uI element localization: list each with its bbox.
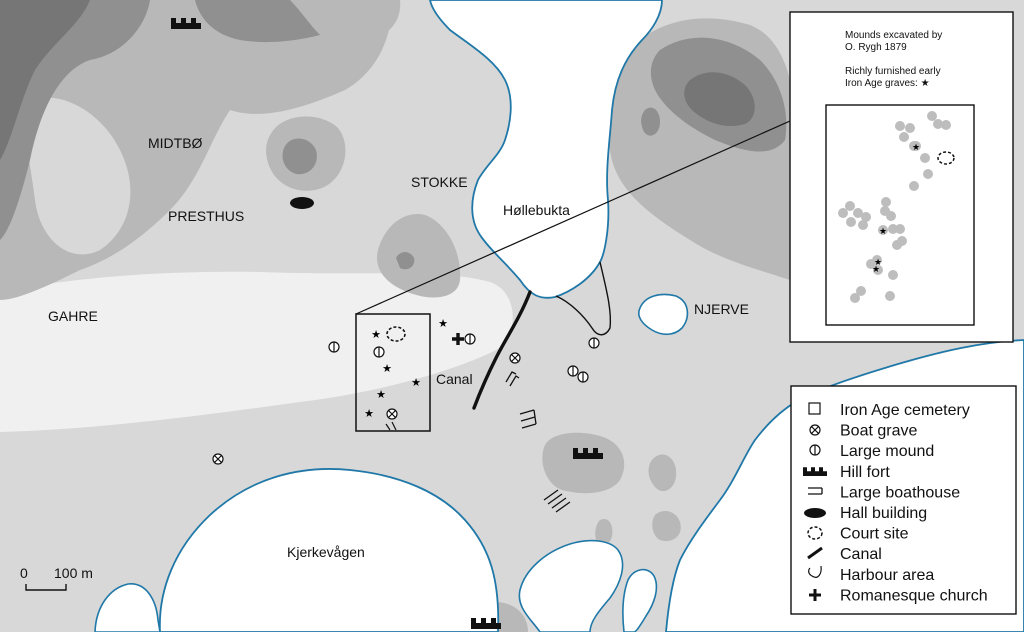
- ellipse-icon: [804, 508, 826, 518]
- rich-grave-star: ★: [912, 142, 920, 152]
- inset-court-site: [937, 151, 955, 165]
- bottom-mid-water-2: [622, 568, 658, 632]
- place-stokke: STOKKE: [411, 174, 468, 190]
- inset-detail-frame: [825, 104, 975, 326]
- hill-small-1: [648, 454, 677, 492]
- legend-label: Harbour area: [840, 567, 934, 584]
- relief-top-left-light: [25, 97, 131, 255]
- scale-zero: 0: [20, 565, 28, 581]
- inset: Mounds excavated by O. Rygh 1879 Richly …: [789, 11, 1014, 343]
- circle-cross-icon: [809, 424, 821, 436]
- kjerkevagen-bay: [158, 468, 500, 632]
- place-gahre: GAHRE: [48, 308, 98, 324]
- rich-grave-star: ★: [438, 318, 448, 330]
- inset-text-4: Iron Age graves: ★: [845, 78, 930, 89]
- legend-label: Boat grave: [840, 423, 917, 440]
- relief-top-left-darkest: [0, 0, 90, 160]
- place-kjerkevagen: Kjerkevågen: [287, 544, 365, 560]
- scale-line: [25, 584, 67, 591]
- legend-label: Large mound: [840, 443, 934, 460]
- rich-grave-star: ★: [376, 389, 386, 401]
- legend-label: Court site: [840, 526, 909, 543]
- legend-label: Hall building: [840, 505, 927, 522]
- place-njerve: NJERVE: [694, 301, 749, 317]
- cemetery-frame: [355, 313, 431, 432]
- hill-small-2: [652, 510, 681, 542]
- harbour-icon: [808, 565, 822, 578]
- large-mound: [373, 346, 385, 358]
- hollebukta-bay: [429, 0, 663, 299]
- relief-top-mid: [195, 0, 320, 43]
- romanesque-church: [452, 333, 464, 345]
- harbour-area: [555, 261, 612, 336]
- court-site: [386, 326, 406, 342]
- large-mound: [588, 337, 600, 349]
- place-hollebukta: Høllebukta: [503, 202, 570, 218]
- large-mound: [577, 371, 589, 383]
- large-mound: [567, 365, 579, 377]
- boathouse-group: [519, 409, 537, 429]
- bottom-left-water: [94, 583, 161, 632]
- place-midtbo: MIDTBØ: [148, 135, 203, 151]
- place-canal: Canal: [436, 371, 473, 387]
- rich-grave-star: ★: [411, 377, 421, 389]
- inset-text-2: O. Rygh 1879: [845, 42, 907, 53]
- legend-label: Canal: [840, 546, 882, 563]
- scale-distance: 100 m: [54, 565, 93, 581]
- inset-projection-line-top: [355, 104, 827, 315]
- circle-bar-icon: [809, 444, 821, 456]
- rich-grave-star: ★: [364, 408, 374, 420]
- square-icon: [808, 402, 821, 415]
- large-mound: [328, 341, 340, 353]
- hill-fort-hill: [542, 432, 625, 494]
- inset-text-3: Richly furnished early: [845, 66, 941, 77]
- inset-mounds: [838, 111, 951, 303]
- map-symbols: [171, 18, 603, 629]
- cross-icon: [809, 589, 821, 601]
- bottom-mid-water-1: [518, 539, 624, 632]
- legend-label: Iron Age cemetery: [840, 402, 970, 419]
- legend-label: Romanesque church: [840, 587, 988, 604]
- legend-label: Hill fort: [840, 464, 890, 481]
- relief-right-darkest: [684, 72, 755, 127]
- boathouse-group: [543, 489, 571, 513]
- hall-building: [290, 197, 314, 209]
- hill-midtbo-top: [282, 138, 317, 175]
- boat-grave: [212, 453, 224, 465]
- boathouse: [505, 371, 520, 387]
- boat-grave: [509, 352, 521, 364]
- inset-rich-graves: ★ ★ ★ ★: [872, 142, 920, 274]
- boathouse: [385, 421, 397, 431]
- njerve-lake: [637, 293, 689, 336]
- place-labels: MIDTBØ PRESTHUS STOKKE GAHRE Høllebukta …: [48, 135, 749, 560]
- relief-top-mid-light: [300, 0, 401, 41]
- lowland-band: [0, 271, 513, 432]
- place-presthus: PRESTHUS: [168, 208, 244, 224]
- boathouse-icon: [808, 487, 823, 495]
- legend-box: [790, 385, 1017, 615]
- hill-stokke-top: [396, 252, 415, 270]
- inset-text-1: Mounds excavated by: [845, 30, 942, 41]
- canal-line-icon: [807, 546, 823, 560]
- relief-right-knob: [641, 107, 660, 136]
- legend-icons: [803, 402, 827, 601]
- rich-grave-star: ★: [872, 264, 880, 274]
- rich-grave-star: ★: [874, 257, 882, 267]
- large-mound: [464, 333, 476, 345]
- dashed-circle-icon: [807, 526, 823, 540]
- boat-grave: [386, 408, 398, 420]
- scale-bar: 0 100 m: [20, 565, 93, 591]
- hill-small-3: [595, 518, 613, 545]
- rich-grave-star: ★: [879, 226, 887, 236]
- rich-grave-star: ★: [382, 363, 392, 375]
- rich-grave-star: ★: [371, 329, 381, 341]
- legend-label: Large boathouse: [840, 484, 960, 501]
- canal-line: [472, 290, 532, 410]
- cemetery-symbols: ★ ★ ★ ★ ★ ★: [364, 318, 448, 431]
